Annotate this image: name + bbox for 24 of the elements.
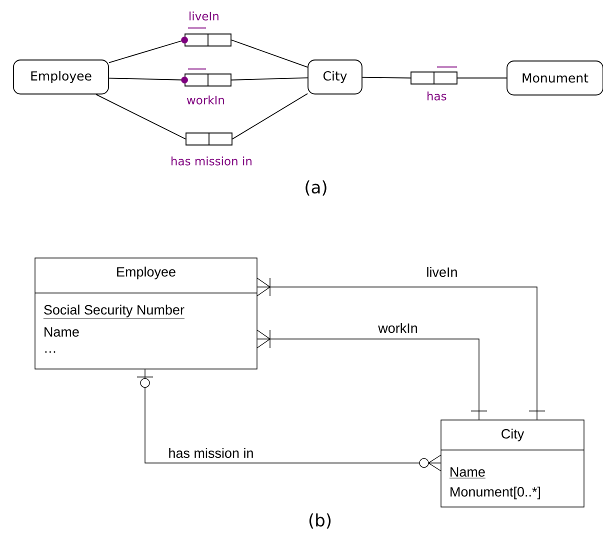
connector (108, 76, 188, 84)
entity-table: City Name Monument[0..*] (440, 420, 584, 508)
connector (96, 94, 186, 140)
relationship-label: liveIn (190, 12, 218, 20)
connector (108, 36, 188, 64)
connector (362, 76, 411, 78)
edge-label: has mission in (167, 447, 255, 459)
entity-box: Monument (506, 60, 603, 96)
edge-label: workIn (377, 322, 419, 334)
connector (136, 369, 442, 472)
entity-box: City (308, 60, 362, 94)
relationship-label: workIn (186, 96, 224, 104)
connector (256, 278, 546, 420)
connector (232, 93, 308, 140)
connector (231, 40, 308, 68)
panel-caption: (a) (306, 180, 326, 196)
edge-label: liveIn (425, 266, 459, 278)
relationship-label: has (428, 92, 446, 100)
connector (231, 77, 308, 80)
entity-box: Employee (13, 60, 109, 94)
connector (256, 330, 488, 420)
entity-table: Employee Social Security Number Name … (34, 258, 258, 370)
relationship-label: has mission in (172, 156, 252, 166)
panel-caption: (b) (309, 513, 331, 529)
